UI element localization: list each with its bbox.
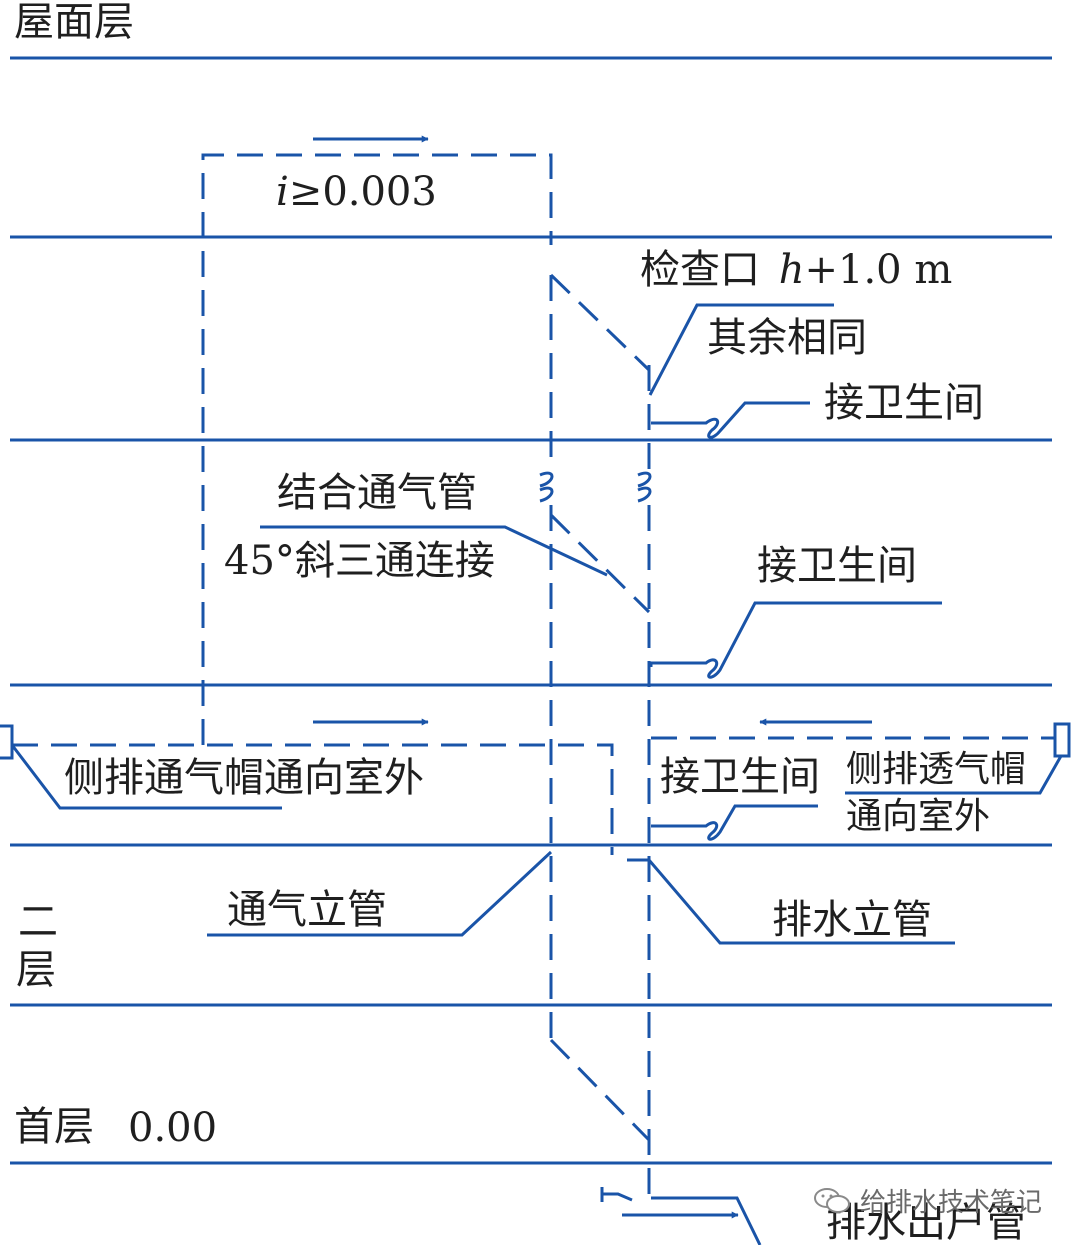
cleanout-h: h [778, 247, 805, 293]
leader-side-vent-left [10, 744, 282, 810]
bathroom-branch-low [651, 804, 818, 841]
to-bathroom-label-mid: 接卫生间 [757, 543, 917, 589]
outlet-bracket [600, 1187, 633, 1202]
wechat-icon [814, 1187, 850, 1213]
pipe-break-symbol [539, 471, 554, 503]
leader-vent-stack [207, 850, 553, 937]
roof-vent-loop [201, 153, 553, 745]
drain-stack-label: 排水立管 [772, 897, 932, 943]
rest-same-label: 其余相同 [707, 315, 867, 361]
watermark-text: 给排水技术笔记 [860, 1188, 1043, 1218]
combined-vent-label: 结合通气管 [277, 470, 477, 516]
slope-variable: i [276, 169, 289, 215]
combined-vent-connector [549, 513, 651, 614]
combined-vent-connection-label: 45°斜三通连接 [224, 538, 495, 584]
building-drain-pipe [651, 1196, 762, 1245]
bathroom-branch-mid [649, 601, 942, 679]
vent-stack-label: 通气立管 [227, 887, 387, 933]
side-vent-cap-label-right-1: 侧排透气帽 [846, 749, 1027, 790]
combined-vent-connector [549, 273, 651, 372]
cleanout-label: 检查口 h+1.0 m [640, 250, 952, 290]
cleanout-text: 检查口 [640, 247, 760, 293]
floor-label-second-2: 层 [16, 947, 56, 993]
side-vent-cap-left [0, 724, 14, 760]
side-vent-cap-label-right-2: 通向室外 [846, 796, 991, 837]
leader-cleanout [648, 303, 834, 396]
to-bathroom-label-low: 接卫生间 [660, 754, 820, 800]
slope-label: i≥0.003 [276, 172, 437, 212]
cleanout-height: +1.0 m [804, 247, 953, 293]
side-vent-cap-label-left: 侧排通气帽通向室外 [64, 755, 424, 801]
combined-vent-connector [549, 1038, 651, 1142]
slope-value: ≥0.003 [288, 169, 437, 215]
watermark: 给排水技术笔记 [812, 1182, 1042, 1219]
floor-elevation: 0.00 [128, 1105, 218, 1151]
leader-combined-vent [260, 525, 608, 577]
leader-drain-stack [627, 858, 955, 945]
to-bathroom-label-top: 接卫生间 [824, 380, 984, 426]
bathroom-branch-top [651, 401, 810, 439]
floor-label-roof: 屋面层 [14, 0, 134, 45]
pipe-break-symbol [637, 471, 652, 503]
building-drain-label: 排水出户管 [826, 1200, 1026, 1246]
side-vent-cap-pipe-left [12, 743, 614, 855]
floor-label-ground: 首层 [14, 1104, 94, 1150]
leader-side-vent-right [845, 755, 1063, 795]
side-vent-cap-right [1053, 722, 1071, 758]
floor-label-second-1: 二 [18, 899, 58, 945]
